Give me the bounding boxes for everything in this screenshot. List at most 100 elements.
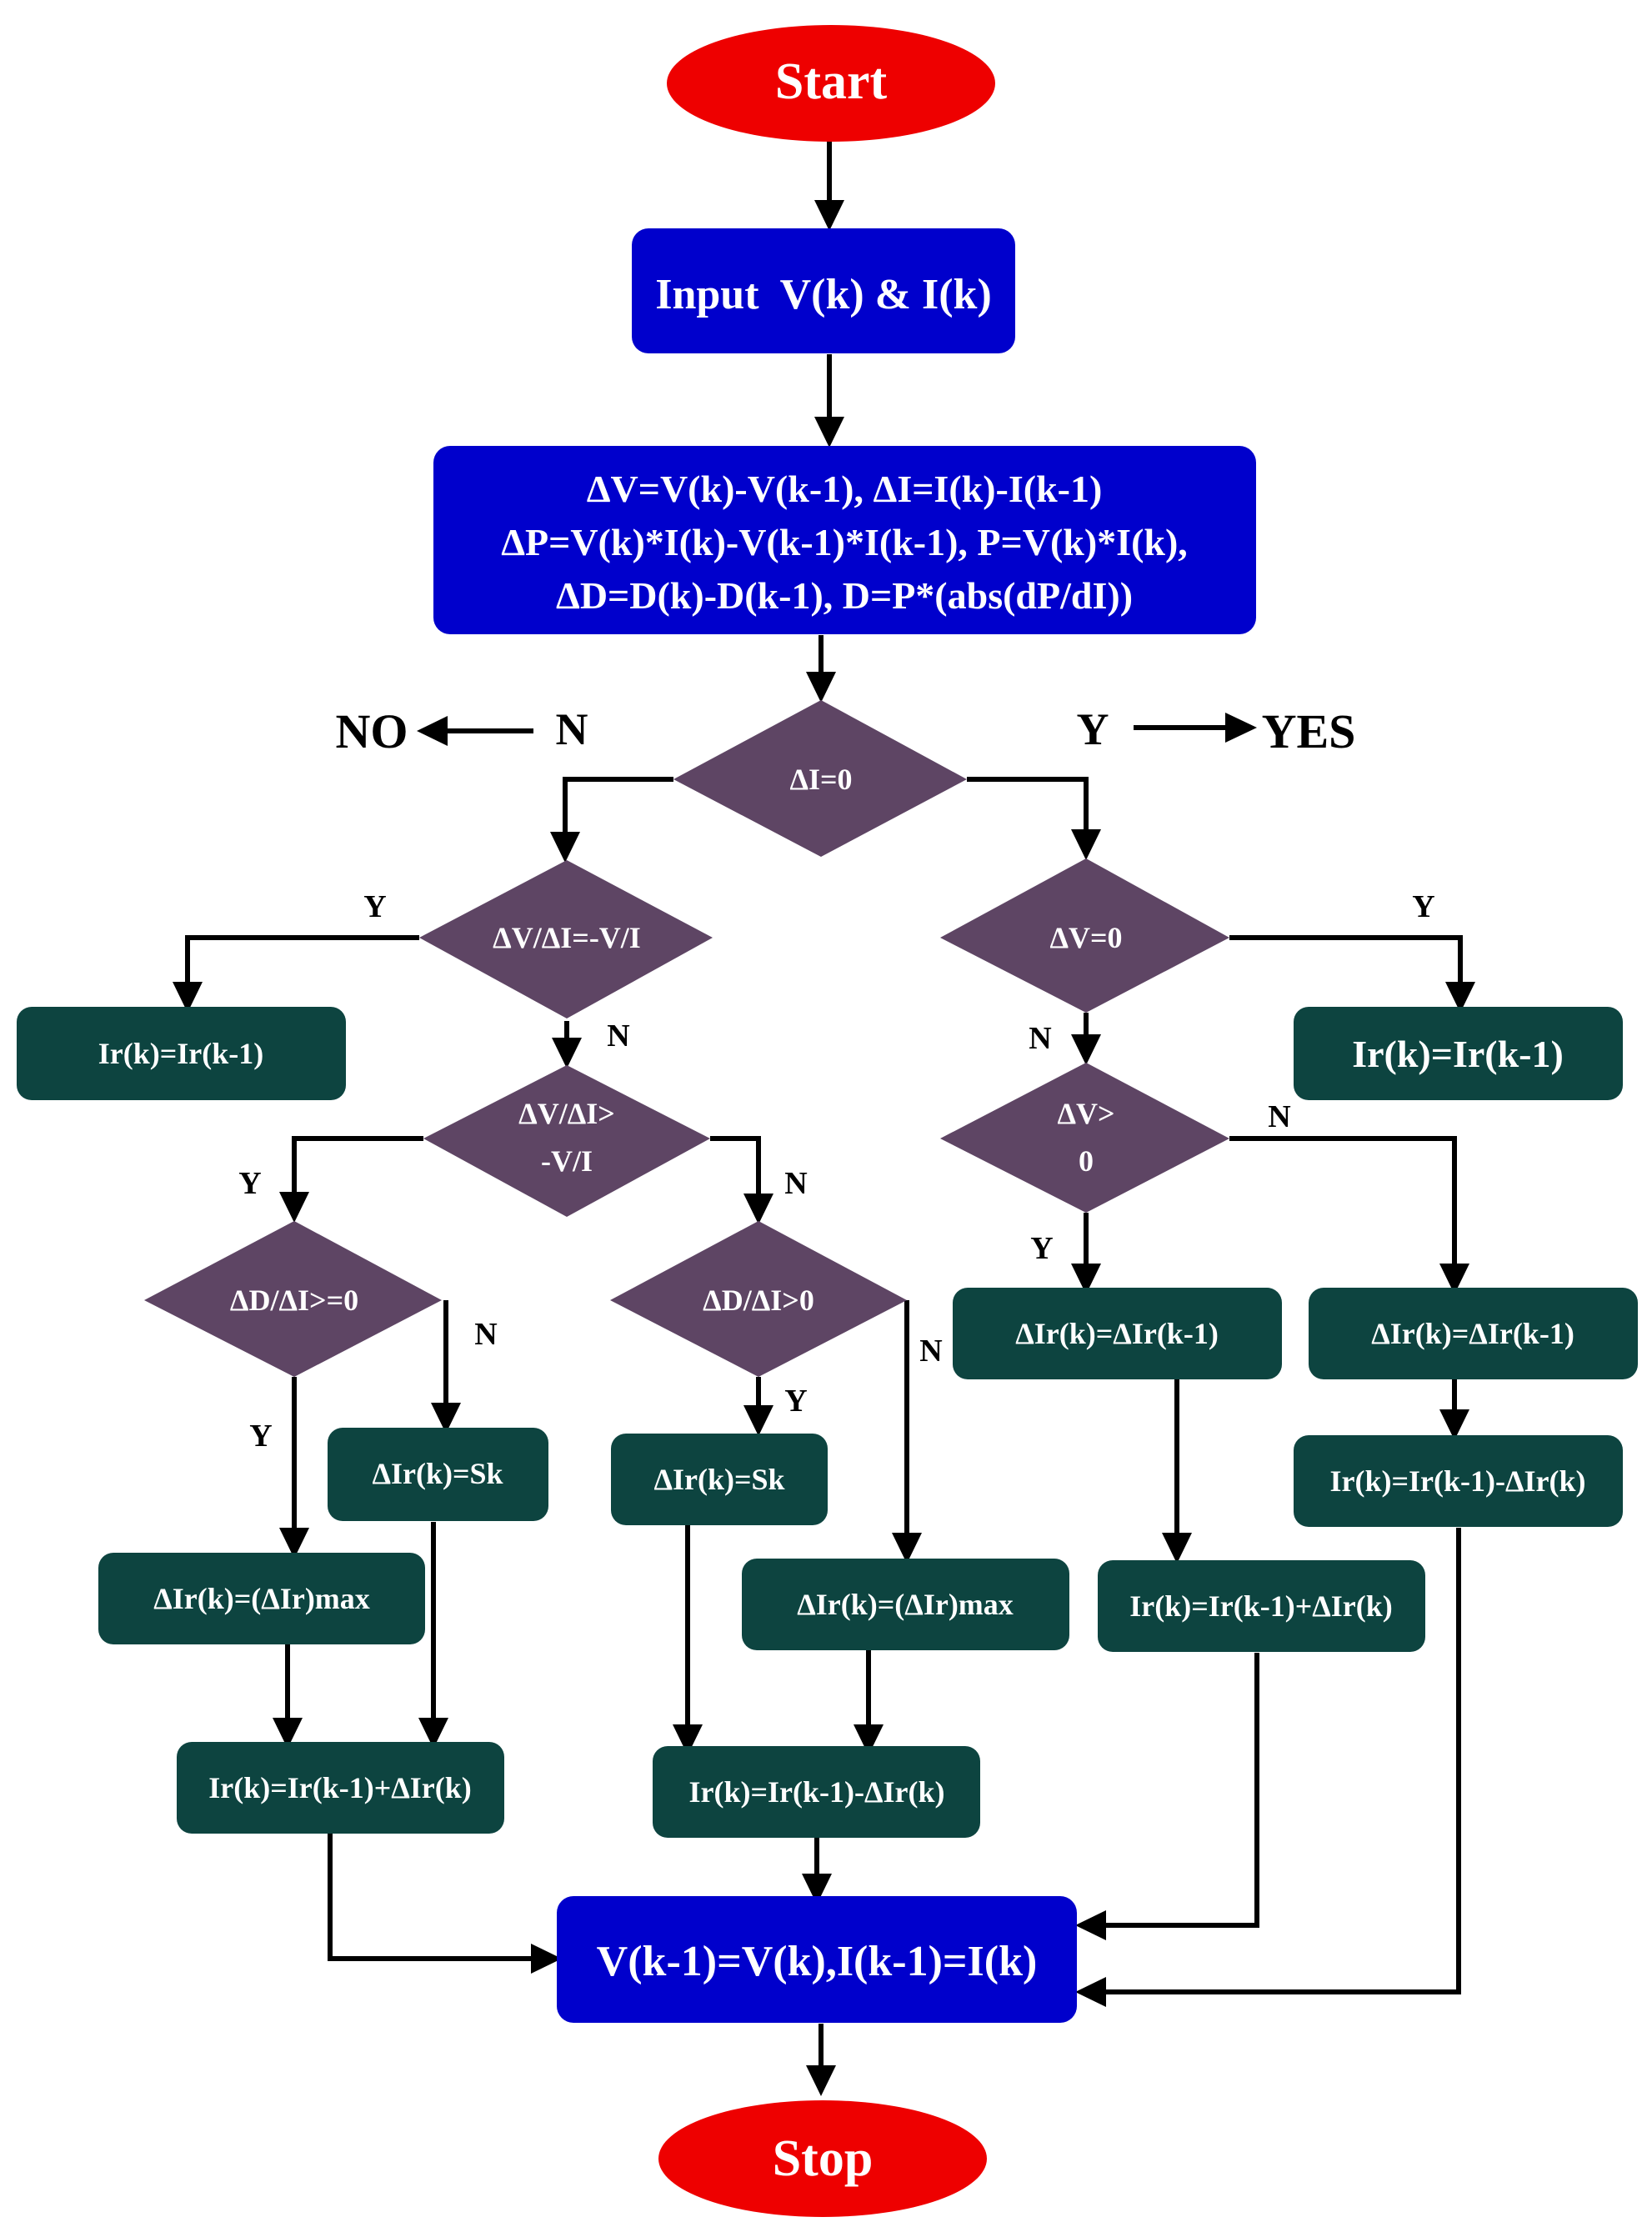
decision-dv-di-eq: ΔV/ΔI=-V/I <box>419 860 713 1018</box>
arrowhead <box>1439 1264 1469 1294</box>
action-dir-sk-left: ΔIr(k)=Sk <box>328 1428 548 1521</box>
arrowhead <box>1445 982 1475 1013</box>
decision-label: ΔI=0 <box>789 763 852 796</box>
action-dir-prev-right1: ΔIr(k)=ΔIr(k-1) <box>953 1288 1282 1379</box>
action-label: Ir(k)=Ir(k-1) <box>98 1037 263 1070</box>
arrowhead <box>279 1528 309 1559</box>
input-shape <box>632 228 1015 353</box>
action-ir-minus-mid: Ir(k)=Ir(k-1)-ΔIr(k) <box>653 1746 980 1838</box>
action-ir-hold-right: Ir(k)=Ir(k-1) <box>1294 1007 1623 1100</box>
action-shape <box>653 1746 980 1838</box>
compute-shape <box>433 446 1256 634</box>
edge-labels: Y N Y N Y N Y N Y N Y N <box>238 889 1434 1454</box>
arrowhead <box>806 672 836 703</box>
update-label: V(k-1)=V(k),I(k-1)=I(k) <box>597 1938 1038 1985</box>
action-label: ΔIr(k)=(ΔIr)max <box>797 1588 1014 1621</box>
edge-di-zero-left <box>563 777 673 854</box>
arrowhead <box>1071 829 1101 860</box>
action-label: Ir(k)=Ir(k-1)+ΔIr(k) <box>1129 1589 1393 1623</box>
arrowhead <box>1225 713 1257 743</box>
action-shape <box>1294 1435 1623 1527</box>
action-ir-hold-left: Ir(k)=Ir(k-1) <box>17 1007 346 1100</box>
arrowhead <box>743 1194 773 1224</box>
arrowhead <box>279 1192 309 1223</box>
edge-ir-plus-right-update <box>1084 1653 1259 1928</box>
edge-dv-di-eq-yes <box>185 935 419 1004</box>
action-shape <box>611 1434 828 1525</box>
edge-di-zero-right <box>967 777 1089 852</box>
action-dir-prev-right2: ΔIr(k)=ΔIr(k-1) <box>1309 1288 1638 1379</box>
arrowhead <box>417 716 448 746</box>
legend-n: N <box>556 704 588 754</box>
arrowhead <box>1071 1264 1101 1294</box>
edge-label-dv-di-eq-yes: Y <box>363 889 386 924</box>
edge-dv-gt-no <box>1229 1136 1457 1286</box>
action-ir-plus-right: Ir(k)=Ir(k-1)+ΔIr(k) <box>1098 1560 1425 1652</box>
arrowheads <box>173 200 1475 2096</box>
compute-line2: ΔP=V(k)*I(k)-V(k-1)*I(k-1), P=V(k)*I(k), <box>501 521 1188 563</box>
action-dir-max-left: ΔIr(k)=(ΔIr)max <box>98 1553 425 1644</box>
action-shape <box>328 1428 548 1521</box>
stop-node: Stop <box>658 2100 987 2217</box>
arrowhead <box>854 1724 884 1755</box>
edge-dv-di-gt-no <box>710 1136 761 1217</box>
decision-shape <box>419 860 713 1018</box>
update-box: V(k-1)=V(k),I(k-1)=I(k) <box>557 1896 1077 2023</box>
decision-shape <box>144 1221 442 1377</box>
action-shape <box>98 1553 425 1644</box>
arrowhead <box>892 1533 922 1564</box>
arrowhead <box>673 1724 703 1755</box>
edge-label-dv-gt-no: N <box>1268 1099 1290 1134</box>
arrowhead <box>173 982 203 1013</box>
action-shape <box>742 1559 1069 1650</box>
edge-label-dv-di-gt-no: N <box>784 1166 807 1201</box>
decision-dd-di-gt: ΔD/ΔI>0 <box>610 1221 907 1377</box>
arrowhead <box>1439 1409 1469 1440</box>
action-shape <box>1294 1007 1623 1100</box>
action-label: Ir(k)=Ir(k-1)+ΔIr(k) <box>208 1771 472 1804</box>
input-label: Input V(k) & I(k) <box>655 271 992 318</box>
decision-label-line2: -V/I <box>541 1144 593 1178</box>
decision-dd-di-ge: ΔD/ΔI>=0 <box>144 1221 442 1377</box>
compute-line1: ΔV=V(k)-V(k-1), ΔI=I(k)-I(k-1) <box>587 468 1103 510</box>
stop-shape <box>658 2100 987 2217</box>
legend-y: Y <box>1077 704 1109 754</box>
edge-label-dv-di-eq-no: N <box>607 1018 629 1053</box>
edge-label-dv-di-gt-yes: Y <box>238 1166 261 1201</box>
decision-label-line1: ΔV/ΔI> <box>518 1097 615 1130</box>
legend-yes: YES <box>1262 704 1356 758</box>
arrowhead <box>1162 1533 1192 1564</box>
start-node: Start <box>667 25 995 142</box>
edge-label-dd-di-gt-yes: Y <box>784 1384 807 1419</box>
edge-label-dd-di-ge-no: N <box>474 1317 497 1352</box>
arrowhead <box>814 200 844 231</box>
decision-dv-zero: ΔV=0 <box>940 858 1229 1013</box>
arrowhead <box>743 1405 773 1436</box>
decision-label: ΔD/ΔI>0 <box>703 1284 814 1317</box>
action-label: ΔIr(k)=(ΔIr)max <box>153 1582 370 1615</box>
arrowhead <box>1075 1977 1106 2007</box>
stop-label: Stop <box>773 2130 874 2187</box>
decision-shape <box>423 1065 710 1217</box>
decision-shape <box>940 858 1229 1013</box>
legend-no: NO <box>336 704 408 758</box>
action-ir-plus-left: Ir(k)=Ir(k-1)+ΔIr(k) <box>177 1742 504 1834</box>
compute-box: ΔV=V(k)-V(k-1), ΔI=I(k)-I(k-1) ΔP=V(k)*I… <box>433 446 1256 634</box>
decision-dv-gt: ΔV> 0 <box>940 1063 1229 1213</box>
edge-dv-zero-yes <box>1229 935 1463 1004</box>
start-shape <box>667 25 995 142</box>
compute-line3: ΔD=D(k)-D(k-1), D=P*(abs(dP/dI)) <box>556 574 1133 617</box>
edge-ir-minus-right-update <box>1084 1528 1461 1994</box>
arrowhead <box>418 1718 448 1749</box>
edge-ir-plus-left-update <box>328 1834 553 1961</box>
action-shape <box>1309 1288 1638 1379</box>
decision-label: ΔD/ΔI>=0 <box>230 1284 358 1317</box>
action-label: Ir(k)=Ir(k-1)-ΔIr(k) <box>688 1775 944 1809</box>
edge-label-dd-di-ge-yes: Y <box>249 1419 272 1454</box>
arrowhead <box>1075 1910 1106 1940</box>
action-dir-sk-mid: ΔIr(k)=Sk <box>611 1434 828 1525</box>
start-label: Start <box>775 53 888 110</box>
legend: NO N Y YES <box>336 704 1356 758</box>
input-box: Input V(k) & I(k) <box>632 228 1015 353</box>
